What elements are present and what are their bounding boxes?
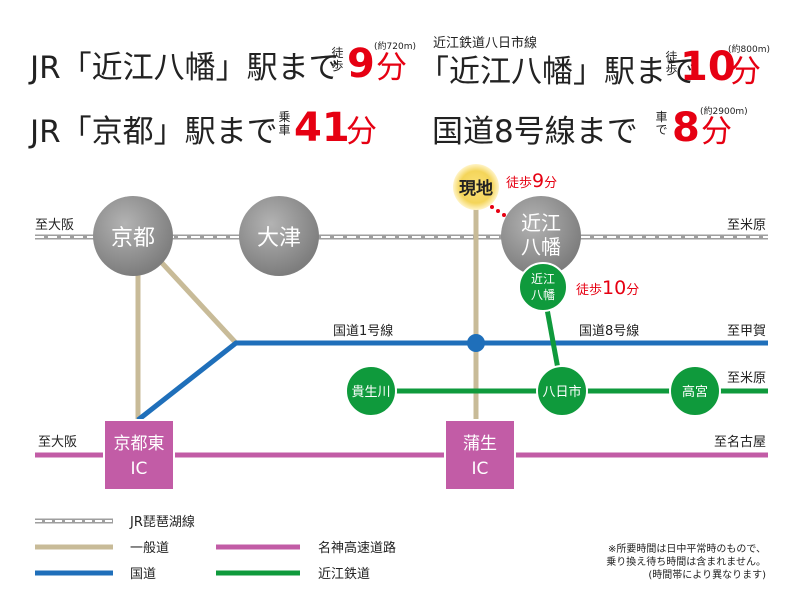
footnote-line1: ※所要時間は日中平常時のもので、 xyxy=(608,542,766,555)
header-ohmi-omihachiman-unit: 分 xyxy=(730,54,761,90)
mode-char: 車 xyxy=(655,110,668,124)
header-ohmi-omihachiman-title: 「近江八幡」駅まで xyxy=(418,54,697,90)
header-route8-title: 国道8号線まで xyxy=(432,114,638,150)
walk-ohmi-label: 徒歩10分 xyxy=(576,277,639,299)
station-otsu: 大津 xyxy=(239,196,319,276)
header-route8-mode: 車 で xyxy=(655,111,668,137)
label-route8: 国道8号線 xyxy=(579,323,639,339)
header-jr-omihachiman-number: 9 xyxy=(347,41,375,87)
header-route8-unit: 分 xyxy=(701,114,732,150)
mode-char: 乗 xyxy=(278,110,291,124)
direction-exp-nagoya: 至名古屋 xyxy=(714,434,766,450)
walk-jr-num: 9 xyxy=(532,170,544,192)
station-ohmi-omihachiman-line2: 八幡 xyxy=(531,287,555,302)
header-jr-omihachiman-unit: 分 xyxy=(376,50,407,86)
station-kibukawa-label: 貴生川 xyxy=(351,385,390,400)
walk-ohmi-unit: 分 xyxy=(626,283,639,298)
legend-jr: JR琵琶湖線 xyxy=(35,514,195,530)
header-route8-number: 8 xyxy=(672,105,700,151)
station-kibukawa: 貴生川 xyxy=(345,365,397,417)
header-jr-omihachiman-mode: 徒 歩 xyxy=(331,47,344,73)
legend-national-road-label: 国道 xyxy=(130,567,156,582)
station-takamiya: 高宮 xyxy=(669,365,721,417)
station-kyoto: 京都 xyxy=(93,196,173,276)
station-ohmi-omihachiman-line1: 近江 xyxy=(531,272,555,286)
current-location-label: 現地 xyxy=(459,178,493,199)
header-ohmi-omihachiman-mode: 徒 歩 xyxy=(665,51,678,77)
station-otsu-label: 大津 xyxy=(257,226,301,251)
ic-gamo-line2: IC xyxy=(472,459,489,479)
footnote-line3: (時間帯により異なります) xyxy=(648,568,766,581)
footnote-line2: 乗り換え待ち時間は含まれません。 xyxy=(606,555,766,568)
station-omihachiman-line2: 八幡 xyxy=(521,235,561,259)
legend-expressway-label: 名神高速道路 xyxy=(318,540,396,556)
mode-char: 歩 xyxy=(331,59,344,73)
legend-ohmi-railway-label: 近江鉄道 xyxy=(318,567,370,582)
ic-kyoto-higashi: 京都東 IC xyxy=(103,419,175,491)
mode-char: で xyxy=(655,123,668,137)
station-yokaichi-label: 八日市 xyxy=(542,384,581,400)
ic-kyoto-higashi-line1: 京都東 xyxy=(114,434,165,454)
ic-kyoto-higashi-line2: IC xyxy=(131,459,148,479)
label-route1: 国道1号線 xyxy=(333,323,393,339)
current-location-marker: 現地 xyxy=(453,164,499,210)
station-omihachiman-ohmi: 近江 八幡 xyxy=(518,262,568,312)
mode-char: 徒 xyxy=(331,46,344,60)
direction-jr-osaka: 至大阪 xyxy=(35,218,74,233)
mode-char: 徒 xyxy=(665,50,678,64)
station-omihachiman-line1: 近江 xyxy=(521,211,561,235)
mode-char: 車 xyxy=(278,123,291,137)
station-kyoto-label: 京都 xyxy=(111,226,155,251)
route-junction-dot xyxy=(467,334,485,352)
legend-jr-label: JR琵琶湖線 xyxy=(129,514,195,530)
mode-char: 歩 xyxy=(665,63,678,77)
legend-national-road: 国道 xyxy=(35,567,156,582)
header-jr-kyoto-unit: 分 xyxy=(346,114,377,150)
header-ohmi-line-subtitle: 近江鉄道八日市線 xyxy=(433,36,538,51)
header-route8-approx: (約2900m) xyxy=(700,107,748,117)
station-omihachiman-jr: 近江 八幡 xyxy=(501,196,581,276)
header-ohmi-omihachiman-number: 10 xyxy=(680,44,736,90)
ic-gamo: 蒲生 IC xyxy=(444,419,516,491)
header-jr-omihachiman-title: JR「近江八幡」駅まで xyxy=(30,50,340,86)
header-jr-omihachiman-approx: (約720m) xyxy=(374,42,416,52)
station-takamiya-label: 高宮 xyxy=(682,384,708,400)
walk-ohmi-num: 10 xyxy=(602,277,626,299)
legend-expressway: 名神高速道路 xyxy=(216,540,396,556)
national-road xyxy=(136,340,768,422)
direction-exp-osaka: 至大阪 xyxy=(38,435,77,450)
walk-jr-unit: 分 xyxy=(544,176,557,191)
walk-jr-word: 徒歩 xyxy=(506,176,532,191)
header-jr-kyoto-title: JR「京都」駅まで xyxy=(30,114,278,150)
header-jr-kyoto-number: 41 xyxy=(294,105,350,151)
station-yokaichi: 八日市 xyxy=(536,365,588,417)
direction-jr-maibara: 至米原 xyxy=(727,218,766,233)
legend-general-road: 一般道 xyxy=(35,540,169,556)
walk-jr-label: 徒歩9分 xyxy=(506,170,557,192)
footnote: ※所要時間は日中平常時のもので、 乗り換え待ち時間は含まれません。 (時間帯によ… xyxy=(606,542,766,581)
direction-ohmi-maibara: 至米原 xyxy=(727,371,766,386)
legend-general-road-label: 一般道 xyxy=(130,540,169,556)
header-jr-kyoto-mode: 乗 車 xyxy=(278,111,291,137)
ic-gamo-line1: 蒲生 xyxy=(463,434,497,454)
legend-ohmi-railway: 近江鉄道 xyxy=(216,567,370,582)
legend: JR琵琶湖線 一般道 国道 名神高速道路 近江鉄道 xyxy=(35,514,396,582)
walk-ohmi-word: 徒歩 xyxy=(576,283,602,298)
direction-koka: 至甲賀 xyxy=(727,324,766,339)
walk-path-dots xyxy=(490,205,506,217)
header-ohmi-omihachiman-approx: (約800m) xyxy=(728,45,770,55)
